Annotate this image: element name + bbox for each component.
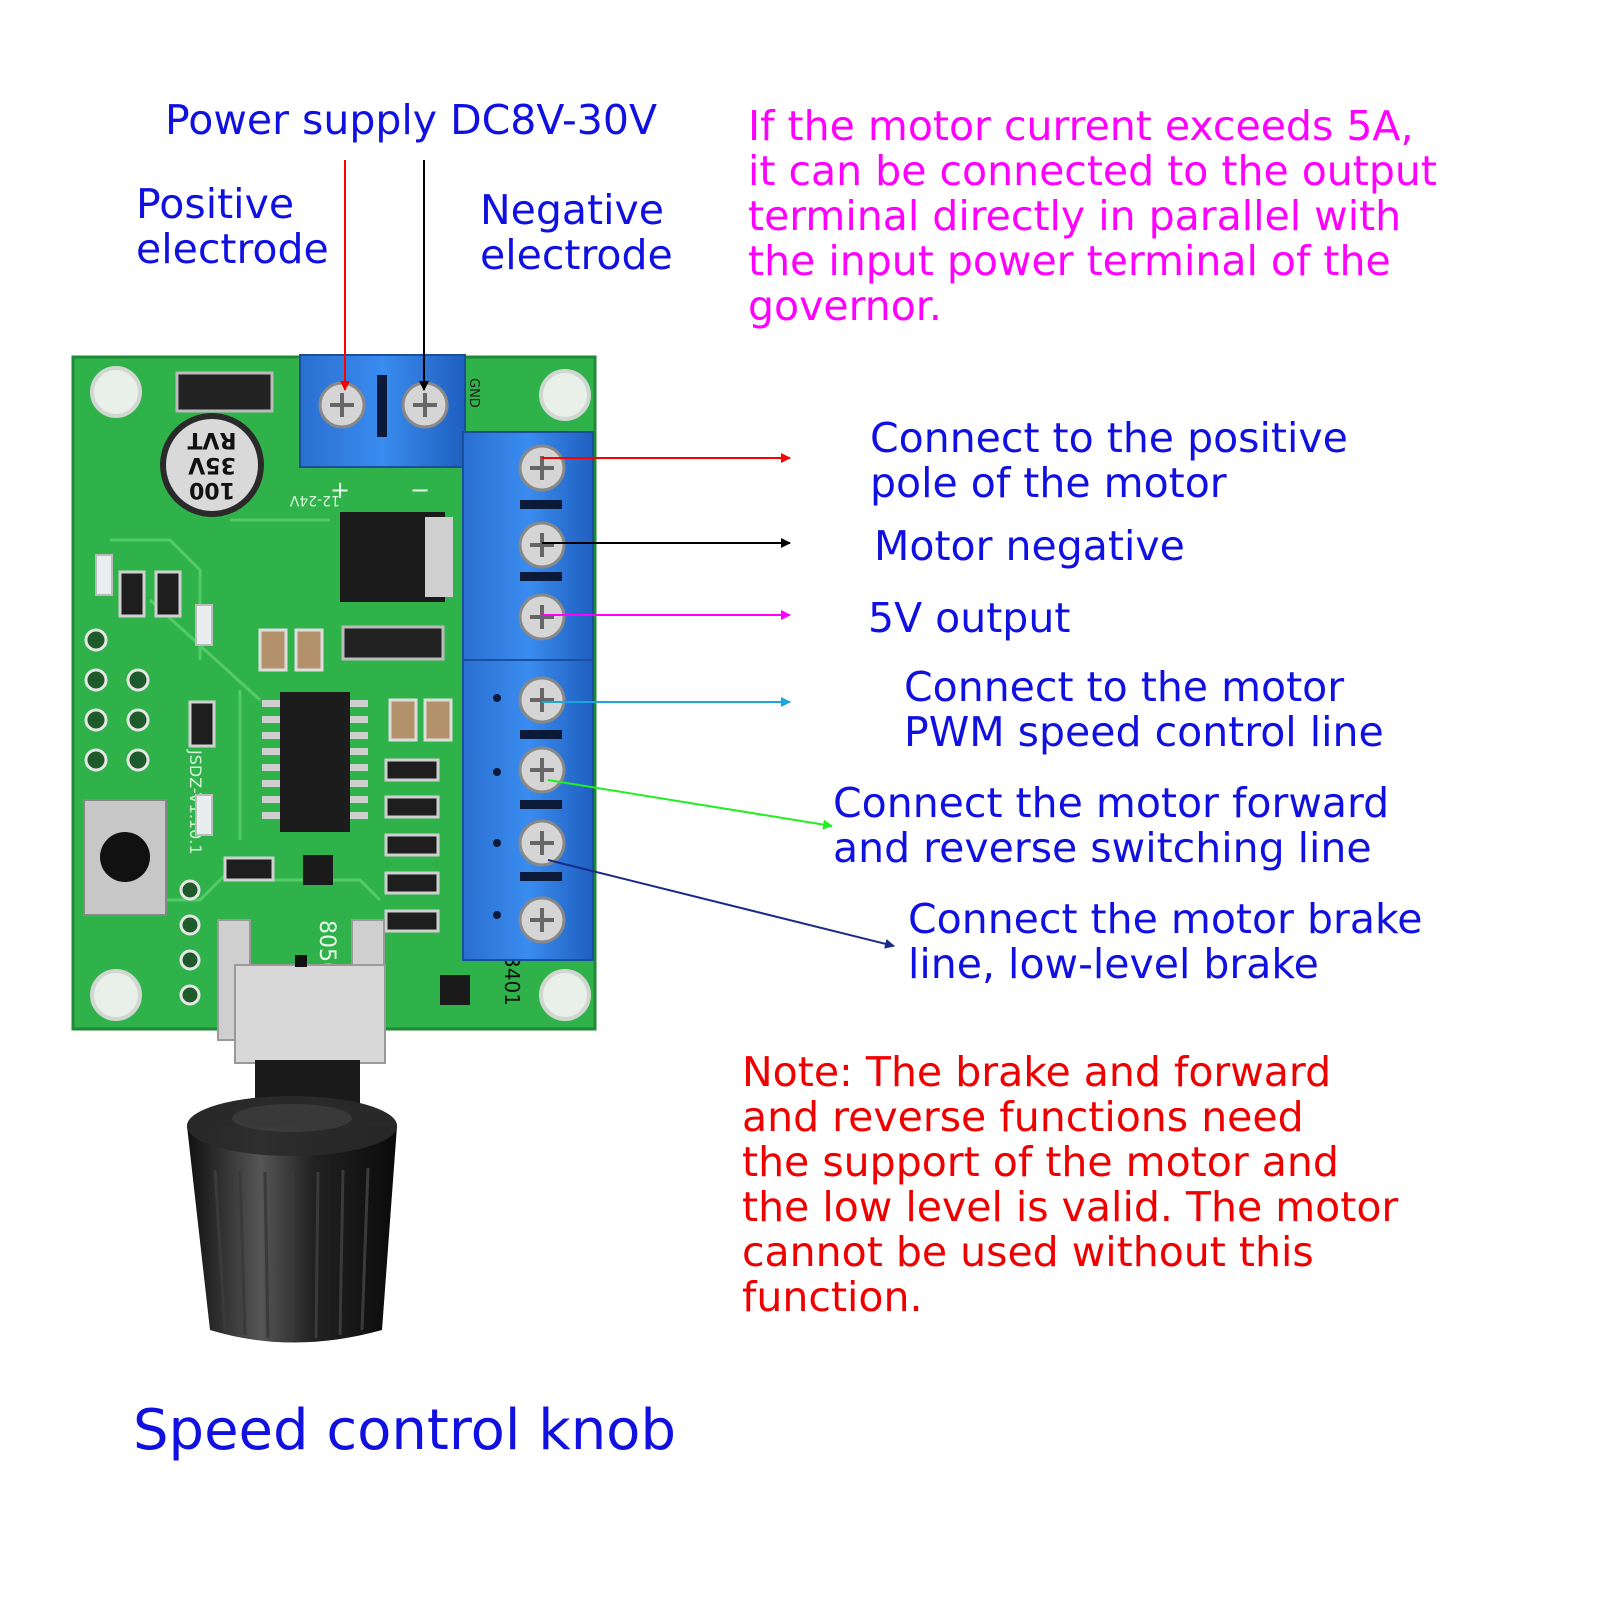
parallel-warning-text: If the motor current exceeds 5A, it can … — [748, 104, 1437, 329]
power-supply-callouts — [340, 160, 429, 391]
svg-text:−: − — [410, 476, 430, 504]
speed-knob-label: Speed control knob — [133, 1398, 676, 1463]
terminal-callouts — [542, 453, 895, 949]
brake-label-line2: line, low-level brake — [908, 940, 1319, 988]
negative-electrode-label-line2: electrode — [480, 231, 673, 279]
capacitor-icon: 100 35V RVT — [160, 413, 264, 517]
brake-label-line1: Connect the motor brake — [908, 895, 1423, 943]
terminal-screw-icon — [518, 444, 566, 944]
svg-text:+: + — [330, 476, 350, 504]
motor-positive-label-line1: Connect to the positive — [870, 414, 1348, 462]
note-line: Note: The brake and forward — [742, 1048, 1332, 1096]
direction-label-line2: and reverse switching line — [833, 824, 1372, 872]
capacitor-marking-2: 35V — [188, 452, 236, 477]
warning-line: it can be connected to the output — [748, 147, 1437, 195]
function-note-text: Note: The brake and forward and reverse … — [742, 1050, 1398, 1320]
positive-electrode-label-line1: Positive — [136, 180, 295, 228]
mounting-hole-icon — [90, 366, 591, 1021]
note-line: function. — [742, 1273, 923, 1321]
output-terminal-block — [462, 431, 594, 961]
power-supply-label: Power supply DC8V-30V — [165, 96, 658, 144]
motor-negative-label: Motor negative — [874, 522, 1185, 570]
note-line: the low level is valid. The motor — [742, 1183, 1399, 1231]
positive-electrode-label-line2: electrode — [136, 225, 329, 273]
warning-line: the input power terminal of the — [748, 237, 1391, 285]
warning-line: If the motor current exceeds 5A, — [748, 102, 1414, 150]
pwm-label-line1: Connect to the motor — [904, 663, 1345, 711]
ic-marking: 3401 — [500, 955, 524, 1006]
warning-line: terminal directly in parallel with — [748, 192, 1402, 240]
negative-electrode-label-line1: Negative — [480, 186, 664, 234]
note-line: and reverse functions need — [742, 1093, 1304, 1141]
motor-positive-label-line2: pole of the motor — [870, 459, 1227, 507]
speed-control-knob-icon — [187, 919, 397, 1343]
gnd-marking: GND — [466, 378, 481, 408]
note-line: cannot be used without this — [742, 1228, 1314, 1276]
note-line: the support of the motor and — [742, 1138, 1339, 1186]
direction-label-line1: Connect the motor forward — [833, 779, 1390, 827]
warning-line: governor. — [748, 282, 942, 330]
input-range-marking: 12-24V — [289, 492, 340, 508]
push-button-icon — [83, 799, 167, 916]
five-v-output-label: 5V output — [868, 594, 1071, 642]
capacitor-marking-3: RVT — [188, 427, 237, 452]
ic-chip-icon — [262, 692, 368, 832]
power-input-terminal: GND — [299, 354, 481, 468]
capacitor-marking-1: 100 — [189, 477, 235, 502]
pwm-label-line2: PWM speed control line — [904, 708, 1384, 756]
